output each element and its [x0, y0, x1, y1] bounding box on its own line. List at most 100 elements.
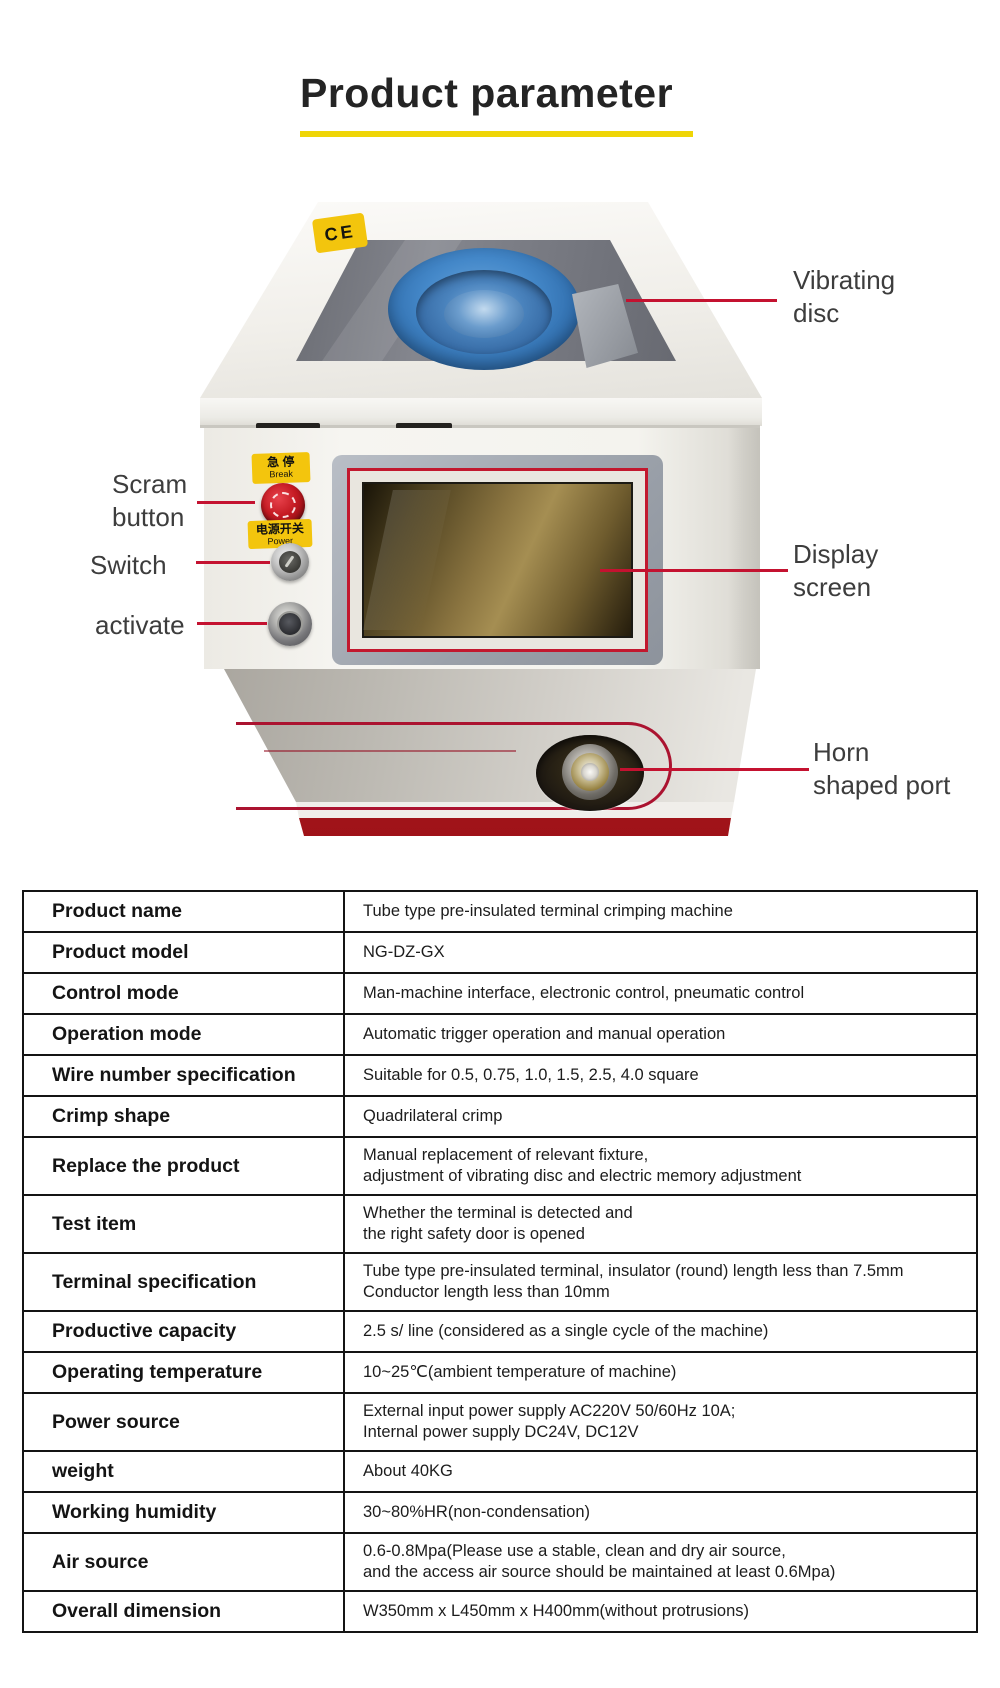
row-value: Suitable for 0.5, 0.75, 1.0, 1.5, 2.5, 4… — [345, 1056, 976, 1095]
value-line: 30~80%HR(non-condensation) — [363, 1503, 591, 1521]
table-row: Crimp shape Quadrilateral crimp — [24, 1095, 976, 1136]
machine-lid-front — [200, 398, 762, 426]
table-row: Power source External input power supply… — [24, 1392, 976, 1450]
row-value: Automatic trigger operation and manual o… — [345, 1015, 976, 1054]
leader-line-vibrating-disc — [626, 299, 777, 302]
row-label: Replace the product — [24, 1138, 345, 1194]
value-line: About 40KG — [363, 1462, 453, 1480]
row-label: Test item — [24, 1196, 345, 1252]
row-label: weight — [24, 1452, 345, 1491]
lid-gap-slit — [256, 423, 320, 429]
callout-line: screen — [793, 572, 872, 602]
callout-horn-shaped-port: Horn shaped port — [813, 736, 950, 802]
callout-line: button — [112, 502, 185, 532]
table-row: Terminal specification Tube type pre-ins… — [24, 1252, 976, 1310]
value-line: Conductor length less than 10mm — [363, 1283, 610, 1301]
value-line: and the access air source should be main… — [363, 1563, 836, 1581]
value-line: adjustment of vibrating disc and electri… — [363, 1167, 802, 1185]
table-row: Productive capacity 2.5 s/ line (conside… — [24, 1310, 976, 1351]
spec-table: Product name Tube type pre-insulated ter… — [22, 890, 978, 1633]
value-line: Man-machine interface, electronic contro… — [363, 984, 805, 1002]
activate-button-core — [277, 611, 303, 637]
callout-line: shaped port — [813, 770, 951, 800]
callout-line: Display — [793, 539, 879, 569]
callout-vibrating-disc: Vibrating disc — [793, 264, 895, 330]
table-row: Test item Whether the terminal is detect… — [24, 1194, 976, 1252]
table-row: Operation mode Automatic trigger operati… — [24, 1013, 976, 1054]
row-label: Product name — [24, 892, 345, 931]
row-value: 10~25℃(ambient temperature of machine) — [345, 1353, 976, 1392]
display-screen — [362, 482, 633, 638]
lid-gap-line — [200, 425, 760, 428]
callout-switch: Switch — [90, 549, 167, 582]
row-value: Whether the terminal is detected and the … — [345, 1196, 976, 1252]
leader-line-horn-port — [620, 768, 809, 771]
value-line: the right safety door is opened — [363, 1225, 585, 1243]
break-sticker-en: Break — [269, 468, 294, 480]
base-red-strip — [299, 818, 731, 836]
value-line: 2.5 s/ line (considered as a single cycl… — [363, 1322, 769, 1340]
table-row: weight About 40KG — [24, 1450, 976, 1491]
value-line: W350mm x L450mm x H400mm(without protrus… — [363, 1602, 750, 1620]
leader-line-switch — [196, 561, 270, 564]
row-label: Working humidity — [24, 1493, 345, 1532]
row-value: NG-DZ-GX — [345, 933, 976, 972]
row-label: Crimp shape — [24, 1097, 345, 1136]
callout-display-screen: Display screen — [793, 538, 878, 604]
table-row: Control mode Man-machine interface, elec… — [24, 972, 976, 1013]
page-title: Product parameter — [300, 70, 674, 116]
table-row: Product name Tube type pre-insulated ter… — [24, 892, 976, 931]
row-label: Product model — [24, 933, 345, 972]
machine-photo: CE 急 停 Break 电源开关 Power — [200, 198, 770, 848]
row-label: Terminal specification — [24, 1254, 345, 1310]
row-label: Power source — [24, 1394, 345, 1450]
table-row: Replace the product Manual replacement o… — [24, 1136, 976, 1194]
callout-activate: activate — [95, 609, 185, 642]
row-label: Operating temperature — [24, 1353, 345, 1392]
value-line: 10~25℃(ambient temperature of machine) — [363, 1363, 677, 1381]
row-value: 2.5 s/ line (considered as a single cycl… — [345, 1312, 976, 1351]
row-label: Operation mode — [24, 1015, 345, 1054]
value-line: NG-DZ-GX — [363, 943, 445, 961]
callout-line: disc — [793, 298, 840, 328]
leader-line-display-screen — [600, 569, 788, 572]
table-row: Operating temperature 10~25℃(ambient tem… — [24, 1351, 976, 1392]
value-line: Tube type pre-insulated terminal, insula… — [363, 1262, 904, 1280]
table-row: Product model NG-DZ-GX — [24, 931, 976, 972]
value-line: External input power supply AC220V 50/60… — [363, 1402, 736, 1420]
row-value: Man-machine interface, electronic contro… — [345, 974, 976, 1013]
table-row: Overall dimension W350mm x L450mm x H400… — [24, 1590, 976, 1631]
row-value: W350mm x L450mm x H400mm(without protrus… — [345, 1592, 976, 1631]
row-value: Manual replacement of relevant fixture, a… — [345, 1138, 976, 1194]
table-row: Wire number specification Suitable for 0… — [24, 1054, 976, 1095]
panel-side-shading — [728, 428, 760, 669]
row-label: Productive capacity — [24, 1312, 345, 1351]
value-line: Whether the terminal is detected and — [363, 1204, 633, 1222]
row-value: 30~80%HR(non-condensation) — [345, 1493, 976, 1532]
callout-line: Scram — [112, 469, 188, 499]
row-label: Air source — [24, 1534, 345, 1590]
port-red-outline — [236, 722, 672, 810]
callout-line: Switch — [90, 550, 167, 580]
title-underline — [300, 131, 693, 137]
callout-line: Horn — [813, 737, 870, 767]
value-line: 0.6-0.8Mpa(Please use a stable, clean an… — [363, 1542, 786, 1560]
callout-line: activate — [95, 610, 185, 640]
table-row: Working humidity 30~80%HR(non-condensati… — [24, 1491, 976, 1532]
leader-line-scram-button — [197, 501, 255, 504]
base-white-strip — [296, 802, 734, 818]
value-line: Suitable for 0.5, 0.75, 1.0, 1.5, 2.5, 4… — [363, 1066, 699, 1084]
value-line: Tube type pre-insulated terminal crimpin… — [363, 902, 733, 920]
vibrating-disc-core — [444, 290, 524, 338]
row-label: Control mode — [24, 974, 345, 1013]
callout-scram-button: Scram button — [112, 468, 187, 534]
row-value: 0.6-0.8Mpa(Please use a stable, clean an… — [345, 1534, 976, 1590]
value-line: Manual replacement of relevant fixture, — [363, 1146, 649, 1164]
emergency-stop-arc — [270, 492, 296, 518]
panel-trim-line — [264, 750, 516, 752]
row-label: Overall dimension — [24, 1592, 345, 1631]
value-line: Quadrilateral crimp — [363, 1107, 503, 1125]
port-cone-center — [581, 763, 599, 781]
callout-line: Vibrating — [793, 265, 896, 295]
ce-mark: CE — [311, 212, 369, 254]
